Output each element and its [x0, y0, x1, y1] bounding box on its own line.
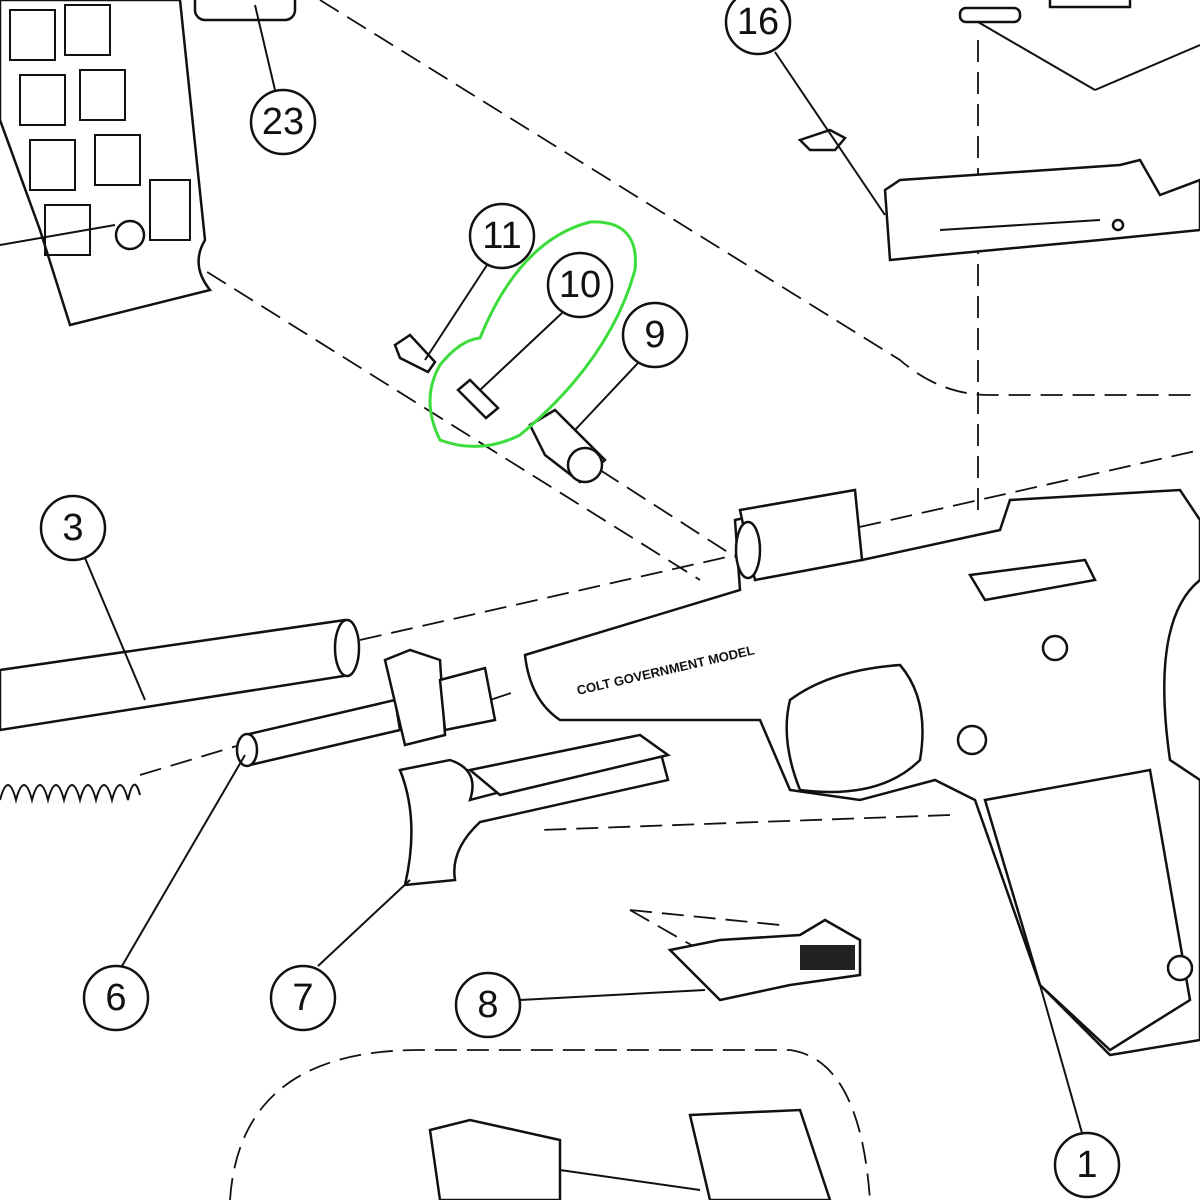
plunger-part-11 [393, 333, 437, 374]
svg-text:6: 6 [105, 977, 126, 1019]
svg-text:10: 10 [559, 264, 601, 306]
svg-text:7: 7 [292, 977, 313, 1019]
callout-1: 1 [1053, 1131, 1121, 1199]
slide-stop-part-8 [667, 918, 862, 1002]
magazine-parts [428, 1108, 832, 1200]
callout-3: 3 [39, 494, 107, 562]
bushing-part [193, 0, 297, 22]
callout-7: 7 [269, 964, 337, 1032]
recoil-spring-plug-part-3 [0, 618, 361, 732]
svg-text:9: 9 [644, 314, 665, 356]
callout-23: 23 [249, 88, 317, 156]
guide-rod-part-6 [235, 648, 497, 768]
callout-11: 11 [468, 202, 536, 270]
callout-16: 16 [724, 0, 792, 56]
grip-panel-part [0, 0, 213, 327]
small-pin-part [958, 0, 1132, 24]
svg-text:8: 8 [477, 984, 498, 1026]
svg-text:16: 16 [737, 1, 779, 43]
spring-part-10 [456, 378, 500, 420]
svg-text:11: 11 [482, 215, 521, 257]
callout-6: 6 [82, 964, 150, 1032]
plunger-tube-part-9 [528, 408, 607, 484]
rear-sight-part [797, 128, 847, 152]
mainspring-housing-part-7 [398, 733, 671, 887]
svg-text:23: 23 [262, 101, 304, 143]
leader-lines [0, 4, 1200, 1134]
callout-9: 9 [621, 301, 689, 369]
svg-text:3: 3 [62, 507, 83, 549]
svg-text:1: 1 [1076, 1144, 1097, 1186]
hammer-strut-part [883, 158, 1200, 262]
callout-8: 8 [454, 971, 522, 1039]
callout-10: 10 [546, 251, 614, 319]
highlight-outline [428, 220, 637, 448]
frame-part-1: COLT GOVERNMENT MODEL [523, 488, 1200, 1057]
recoil-spring-part [0, 783, 141, 804]
